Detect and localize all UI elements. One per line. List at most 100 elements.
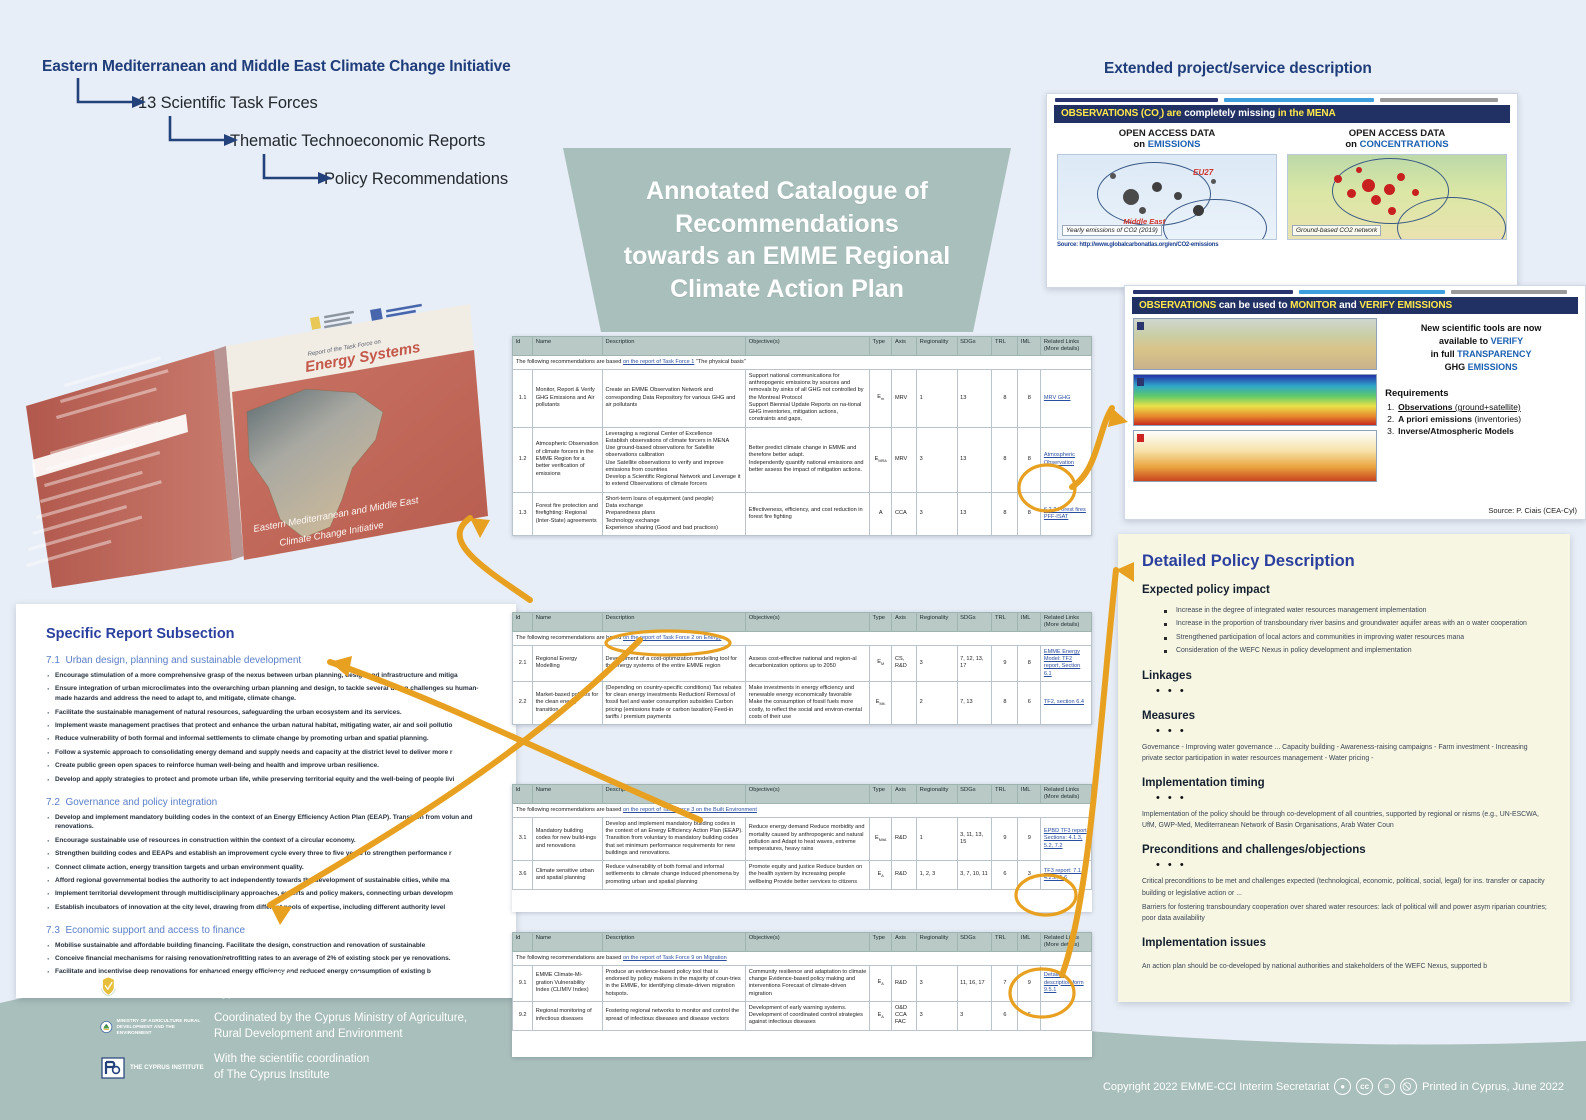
- cell-related-link[interactable]: EPBD TF3 report Sections: 4.1.3, 5.2, 7.…: [1040, 816, 1092, 862]
- heat-tag-2: [1137, 378, 1145, 386]
- th-iml: IML: [1017, 612, 1042, 633]
- cell-related-link[interactable]: TF3 report: 7.1, 4.2.2, 5.6: [1040, 860, 1092, 890]
- note-link[interactable]: on the report of Task Force 3 on the Bui…: [622, 806, 757, 813]
- report-doc-content: Specific Report Subsection 7.1 Urban des…: [16, 604, 516, 980]
- cell-related-link[interactable]: 6.2.2 Forest fires PFF-ISAT: [1040, 491, 1092, 537]
- table-row[interactable]: 2.2 Market-based policies for the clean …: [512, 680, 1092, 726]
- cell-id: 1.1: [512, 368, 534, 428]
- related-link[interactable]: EPBD TF3 report Sections: 4.1.3, 5.2, 7.…: [1043, 828, 1087, 849]
- list-item: Increase in the degree of integrated wat…: [1164, 605, 1550, 616]
- table-row[interactable]: 3.6 Climate sensitive urban and spatial …: [512, 860, 1092, 890]
- topbar-blue: [1224, 98, 1375, 102]
- related-link[interactable]: 6.2.2 Forest fires PFF-ISAT: [1043, 506, 1086, 520]
- table-header-row: Id Name Description Objective(s) Type Ax…: [512, 932, 1092, 953]
- footer-row: MINISTRY OF AGRICULTURE RURAL DEVELOPMEN…: [100, 1010, 467, 1044]
- list-item: Develop and apply strategies to protect …: [46, 774, 490, 787]
- slide-thumbnail-monitor-verify[interactable]: OBSERVATIONS can be used to MONITOR and …: [1124, 285, 1586, 520]
- cell-type: A: [868, 491, 893, 537]
- policy-timing-dots: • • •: [1156, 791, 1187, 804]
- cell-axis: R&D: [891, 964, 918, 1002]
- cell-sdgs: 3, 7, 10, 11: [956, 860, 993, 890]
- related-link[interactable]: EMME Energy Model: TF2 report, Section 6…: [1043, 648, 1081, 677]
- requirement-rest: (inventories): [1472, 414, 1522, 425]
- table-row[interactable]: 9.2 Regional monitoring of infectious di…: [512, 1000, 1092, 1031]
- related-link[interactable]: Atmospheric Observation: [1043, 452, 1075, 466]
- list-item: Implement waste management practises tha…: [46, 720, 490, 733]
- related-link[interactable]: MRV GHG: [1043, 394, 1071, 401]
- slide2-tagline-3b: TRANSPARENCY: [1457, 349, 1532, 360]
- cell-related-link[interactable]: Atmospheric Observation: [1040, 426, 1092, 493]
- list-item: Encourage sustainable use of resources i…: [46, 835, 490, 848]
- table-row[interactable]: 9.1 EMME Climate-Mi-gration Vulnerabilit…: [512, 964, 1092, 1002]
- report-section-bullets: Encourage stimulation of a more comprehe…: [46, 670, 490, 787]
- topbar2-navy: [1133, 290, 1293, 294]
- th-id: Id: [512, 612, 534, 633]
- policy-preconditions-text-1: Critical preconditions to be met and cha…: [1142, 878, 1545, 897]
- person-icon: ●: [1334, 1078, 1352, 1095]
- slide-thumbnail-observations-missing[interactable]: OBSERVATIONS (CO2) are completely missin…: [1046, 93, 1518, 288]
- cell-related-link[interactable]: Detailed description form 9.5.1: [1040, 964, 1092, 1002]
- cell-iml: 6: [1017, 1000, 1042, 1031]
- cell-type-sub: MRA: [878, 458, 887, 463]
- related-link[interactable]: TF2, section 6.4: [1043, 699, 1084, 706]
- cell-axis: CCA: [891, 491, 918, 537]
- heatmap-concentrations: [1133, 374, 1378, 426]
- note-post: “The physical basis”: [694, 358, 746, 365]
- cell-axis: R&D: [891, 860, 918, 890]
- cell-type-sub: Mit.: [879, 702, 886, 707]
- cell-type-sub: A: [881, 874, 884, 879]
- cell-type: EA: [868, 964, 893, 1002]
- detailed-policy-description-document[interactable]: Detailed Policy Description Expected pol…: [1118, 534, 1570, 1002]
- cell-related-link[interactable]: EMME Energy Model: TF2 report, Section 6…: [1040, 644, 1092, 682]
- footer-text: Coordinated by the Cyprus Ministry of Ag…: [214, 1011, 467, 1043]
- ministry-emblem-icon: [100, 1021, 113, 1033]
- th-name: Name: [532, 336, 603, 357]
- catalogue-table-tf2[interactable]: Id Name Description Objective(s) Type Ax…: [512, 612, 1092, 726]
- footer-text-line-1: Under the 2019 initiative of the: [214, 971, 370, 984]
- specific-report-subsection-document[interactable]: Specific Report Subsection 7.1 Urban des…: [16, 604, 516, 998]
- elbow-arrow-1-icon: [76, 78, 146, 108]
- table-row[interactable]: 2.1 Regional Energy Modelling Developmen…: [512, 644, 1092, 682]
- list-item: Establish incubators of innovation at th…: [46, 902, 490, 915]
- related-link[interactable]: Detailed description form 9.5.1: [1043, 972, 1084, 993]
- cell-description: Reduce vulnerability of both formal and …: [601, 860, 747, 890]
- catalogue-table-tf3[interactable]: Id Name Description Objective(s) Type Ax…: [512, 784, 1092, 912]
- hierarchy-level-2-label: Thematic Technoeconomic Reports: [230, 132, 486, 150]
- note-link[interactable]: on the report of Task Force 1: [622, 358, 695, 365]
- cell-trl: 8: [991, 368, 1019, 428]
- requirement-item: 2.A priori emissions (inventories): [1387, 414, 1577, 424]
- table-row[interactable]: 1.1 Monitor, Report & Verify GHG Emissio…: [512, 368, 1092, 428]
- note-link[interactable]: on the report of Task Force 9 on Migrati…: [622, 954, 727, 961]
- th-name: Name: [532, 784, 603, 805]
- th-name: Name: [532, 612, 603, 633]
- cell-regionality: 3: [916, 1000, 958, 1031]
- hierarchy-level-1-label: 13 Scientific Task Forces: [138, 94, 318, 112]
- policy-impact-list: Increase in the degree of integrated wat…: [1164, 605, 1550, 657]
- th-related-links: Related Links (More details): [1040, 336, 1092, 357]
- table-row[interactable]: 3.1 Mandatory building codes for new bui…: [512, 816, 1092, 862]
- table-header-row: Id Name Description Objective(s) Type Ax…: [512, 784, 1092, 805]
- slide1-col-emissions: OPEN ACCESS DATA on EMISSIONS EU27 Middl…: [1057, 128, 1277, 240]
- copyright-bar: Copyright 2022 EMME-CCI Interim Secretar…: [1103, 1078, 1564, 1095]
- cell-related-link[interactable]: MRV GHG: [1040, 368, 1092, 428]
- policy-linkages-dots: • • •: [1156, 684, 1187, 697]
- section-title: Urban design, planning and sustainable d…: [65, 655, 302, 666]
- cell-related-link[interactable]: TF2, section 6.4: [1040, 680, 1092, 726]
- cell-id: 9.2: [512, 1000, 534, 1031]
- cyprus-institute-logo: THE CYPRUS INSTITUTE: [100, 1051, 204, 1085]
- table-row[interactable]: 1.2 Atmospheric Observation of climate f…: [512, 426, 1092, 493]
- note-link[interactable]: on the report of Task Force 2 on Energy: [622, 634, 722, 641]
- note-cell: The following recommendations are based …: [512, 631, 1092, 646]
- table-row[interactable]: 1.3 Forest fire protection and firefight…: [512, 491, 1092, 537]
- cell-type-main: E: [877, 659, 881, 666]
- cell-description: Short-term loans of equipment (and peopl…: [601, 491, 747, 537]
- related-link[interactable]: TF3 report: 7.1, 4.2.2, 5.6: [1043, 867, 1083, 881]
- banner-line-3: towards an EMME Regional: [623, 242, 951, 270]
- cell-type: Em: [868, 368, 893, 428]
- policy-timing-text: Implementation of the policy should be t…: [1142, 810, 1539, 830]
- catalogue-table-tf9[interactable]: Id Name Description Objective(s) Type Ax…: [512, 932, 1092, 1057]
- slide1-title-c: completely missing: [1184, 108, 1276, 119]
- catalogue-table-tf1[interactable]: Id Name Description Objective(s) Type Ax…: [512, 336, 1092, 537]
- slide2-tagline-4: GHG EMISSIONS: [1385, 361, 1577, 374]
